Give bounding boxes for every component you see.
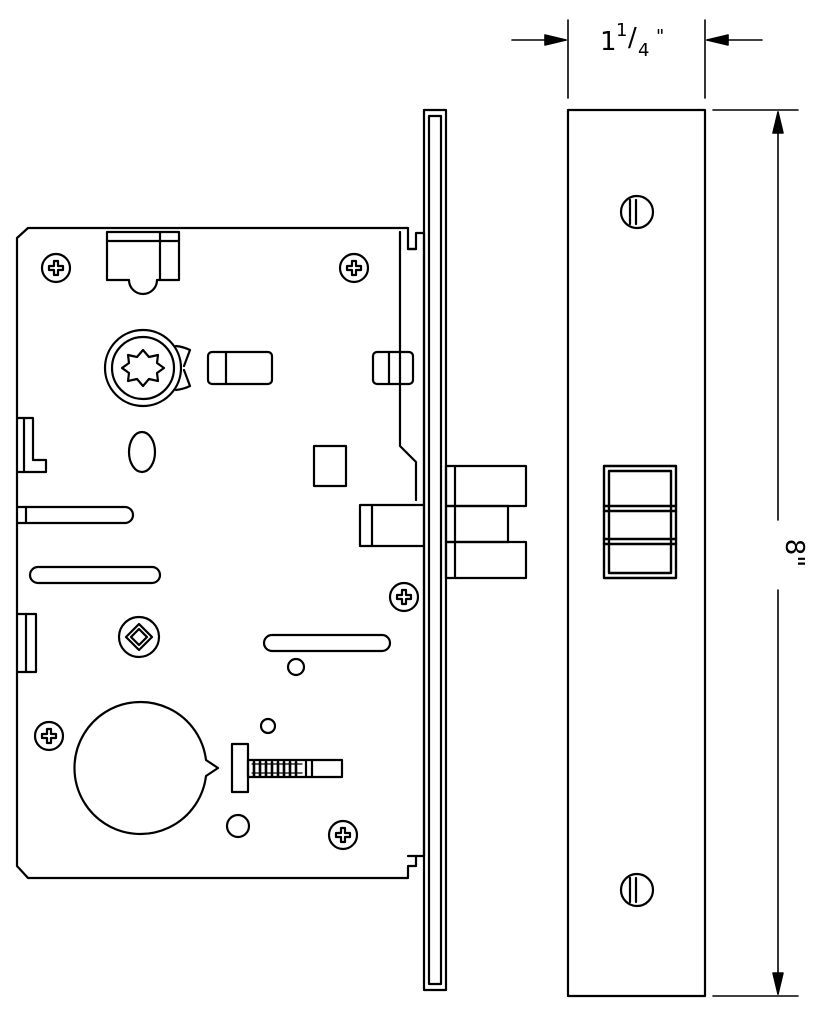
screw-top-left [40, 252, 72, 284]
square-cutout [312, 444, 348, 488]
oval-slot [127, 430, 157, 474]
height-label: 8" [779, 539, 809, 568]
height-dimension [712, 109, 799, 997]
cylinder-opening [73, 700, 220, 836]
lever-hub [103, 328, 192, 408]
lock-case [15, 226, 426, 880]
lock-body-view [15, 108, 528, 992]
faceplate-front-view [566, 108, 707, 998]
screw-bottom-left [33, 720, 65, 752]
screw-top-right [338, 252, 370, 284]
slot-2 [28, 565, 162, 585]
guide-block-2 [371, 350, 415, 386]
width-label: 1 1 / 4 " [600, 20, 664, 61]
faceplate-screw-top [619, 194, 655, 230]
screw-mid-right [388, 581, 420, 613]
bolt-openings [602, 464, 678, 580]
guide-block-1 [206, 350, 274, 386]
faceplate [566, 108, 707, 998]
slot-3 [262, 633, 392, 653]
cylinder-cam-diamond [117, 615, 161, 659]
top-tab [105, 230, 181, 296]
width-dimension [511, 19, 763, 99]
faceplate-edge [422, 108, 448, 992]
latch-bolts [444, 464, 528, 580]
screw-bottom-right [327, 819, 359, 851]
faceplate-screw-bottom [619, 872, 655, 908]
slot-1 [15, 505, 135, 525]
